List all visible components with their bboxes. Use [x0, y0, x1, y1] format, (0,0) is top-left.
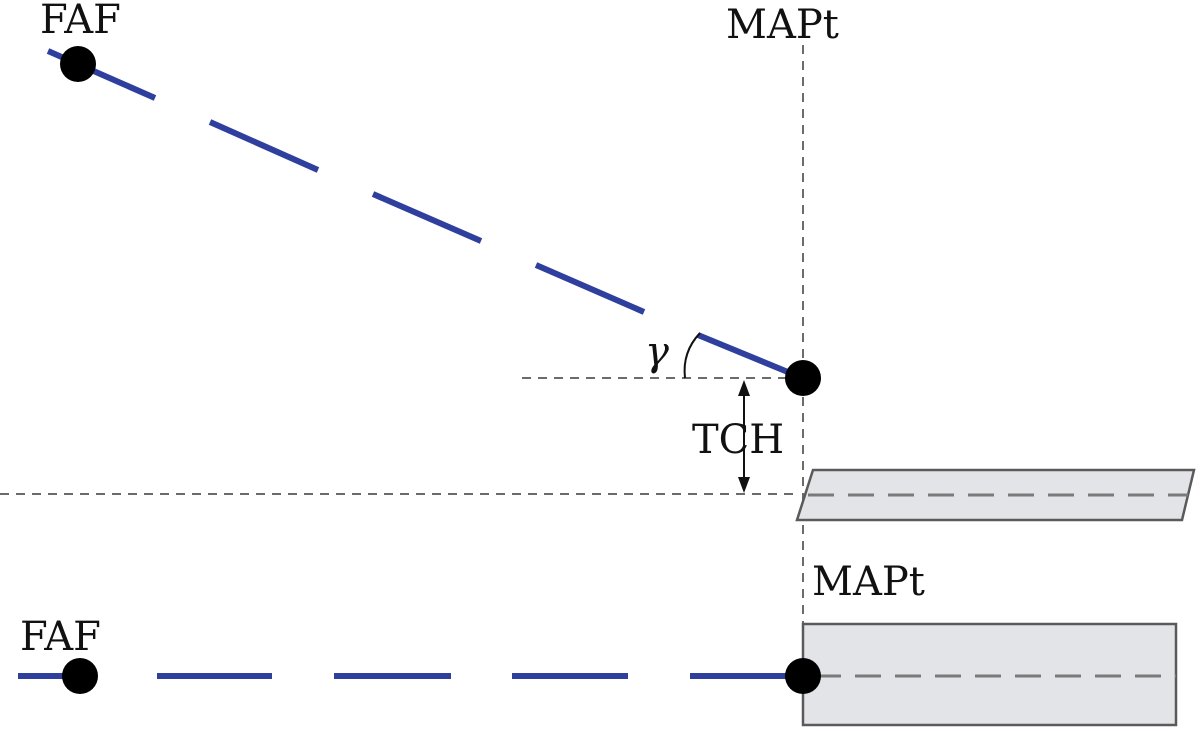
tch-dimension-arrow [738, 380, 750, 493]
mapt-fix-marker [785, 360, 821, 396]
runway-profile [795, 468, 1196, 522]
mapt-plan-label: MAPt [812, 559, 925, 605]
descent-path-segment [534, 262, 646, 315]
mapt-profile-label: MAPt [726, 2, 839, 48]
descent-path [46, 48, 802, 380]
gamma-label: γ [645, 329, 669, 375]
descent-path-segment [696, 332, 802, 380]
faf-plan-marker [62, 658, 98, 694]
descent-path-segment [208, 119, 320, 173]
tch-label: TCH [692, 417, 784, 463]
faf-plan-label: FAF [20, 614, 101, 660]
faf-fix-marker [60, 46, 96, 82]
descent-path-segment [371, 191, 483, 244]
mapt-plan-marker [785, 658, 821, 694]
gamma-angle-arc [683, 332, 701, 379]
faf-profile-label: FAF [40, 0, 121, 43]
plan-view: MAPt FAF [18, 559, 1178, 727]
